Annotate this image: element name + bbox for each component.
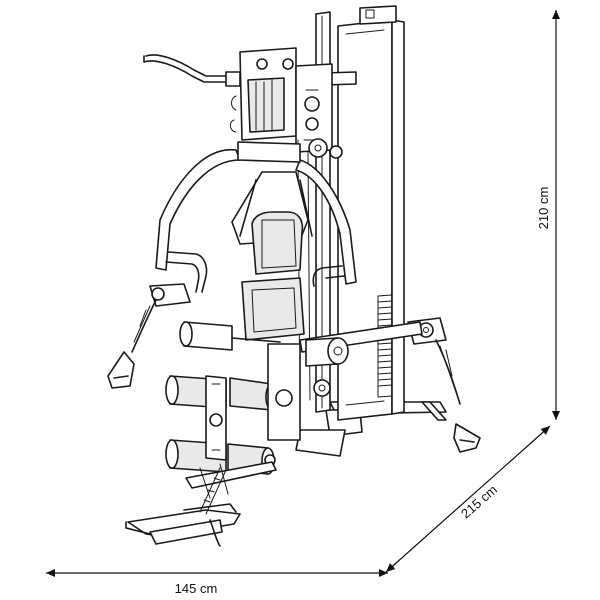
lat-pulldown-bar	[145, 54, 227, 77]
height-label: 210 cm	[536, 187, 551, 230]
home-gym-illustration	[107, 5, 481, 547]
width-label: 145 cm	[175, 581, 218, 596]
foot-plate	[127, 509, 241, 537]
left-cable	[131, 299, 157, 353]
tower-top-cap	[359, 5, 397, 25]
depth-dimension-arrow	[385, 425, 551, 573]
pec-arm-right	[295, 159, 357, 285]
back-pad	[251, 211, 304, 275]
seat-pad	[241, 277, 305, 341]
right-stirrup-handle	[453, 423, 481, 453]
dimension-lines	[46, 9, 560, 577]
left-stirrup-handle	[107, 351, 135, 389]
front-floor-rail	[185, 461, 277, 489]
pec-arm-left	[155, 149, 241, 271]
